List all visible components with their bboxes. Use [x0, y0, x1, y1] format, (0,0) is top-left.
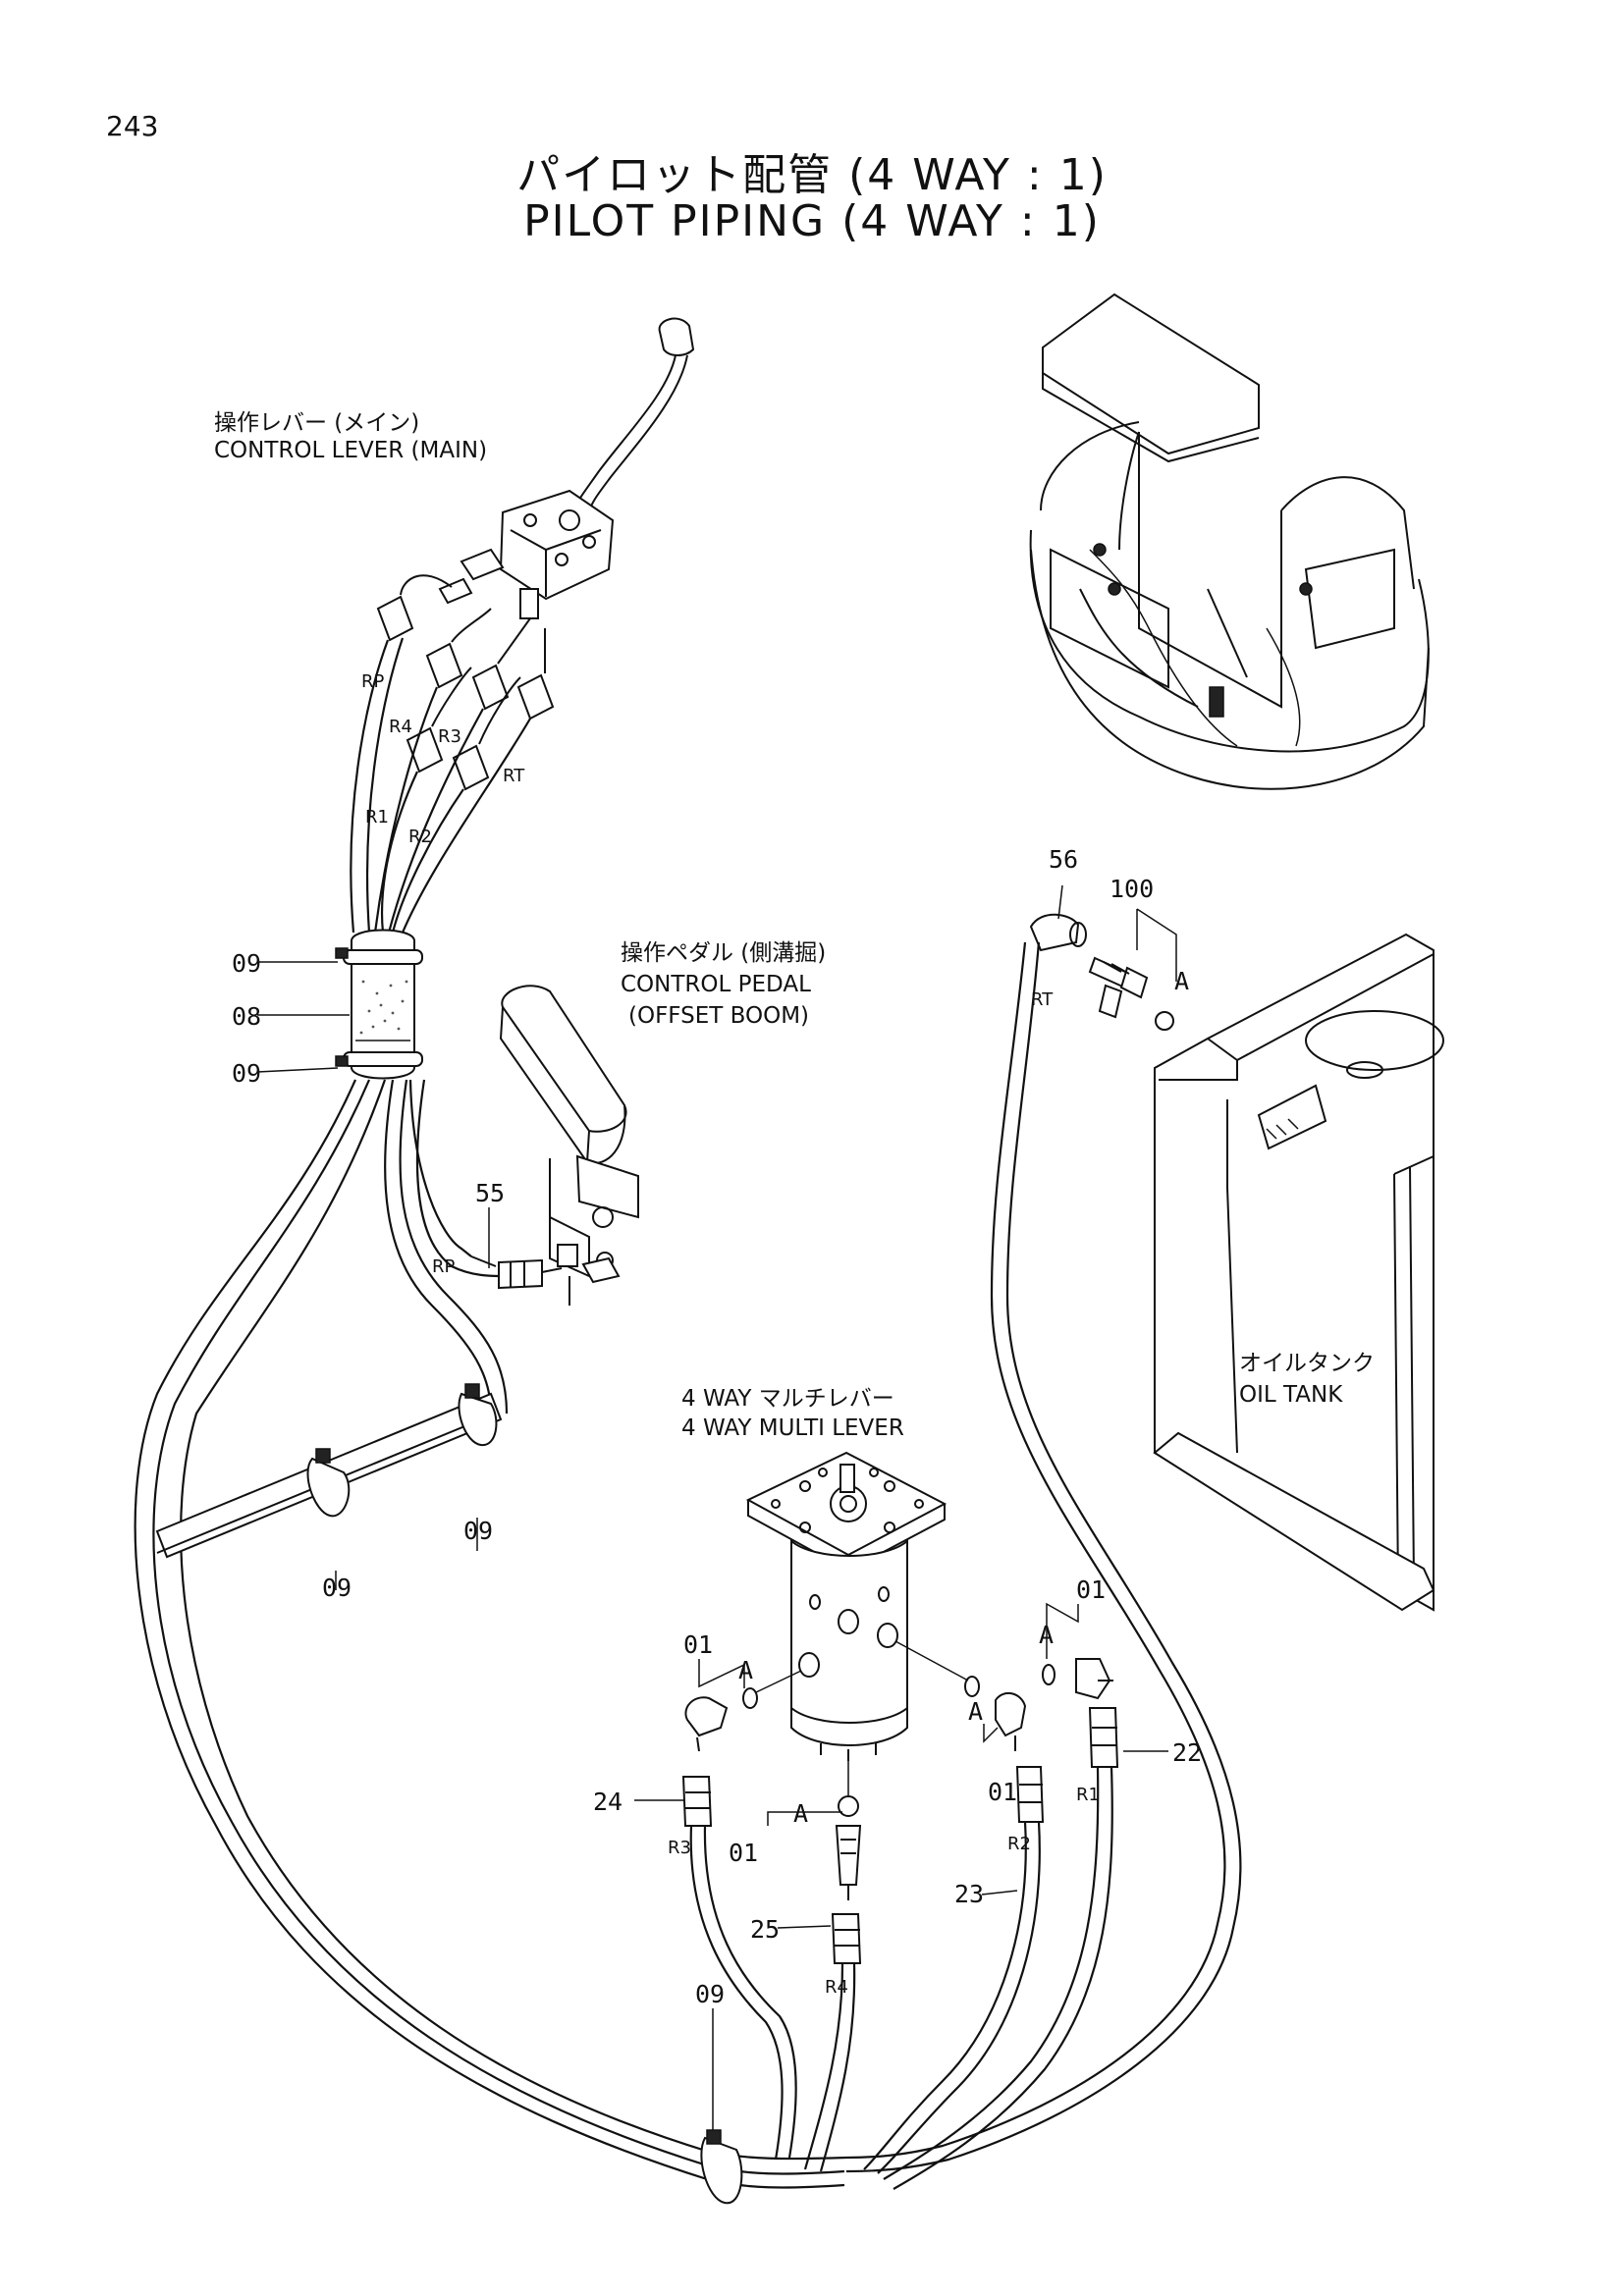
port-label-rp-pedal: RP	[432, 1256, 456, 1277]
callout-09-upper: 09	[232, 949, 261, 978]
callout-56: 56	[1049, 845, 1078, 874]
control-lever-label-jp: 操作レバー (メイン)	[214, 410, 419, 436]
port-label-r1-bottom: R1	[1076, 1785, 1100, 1805]
port-label-r4: R4	[389, 717, 412, 737]
oil-tank-illustration	[1153, 933, 1444, 1612]
callout-a-right: A	[1039, 1621, 1054, 1649]
port-label-r3: R3	[438, 726, 461, 747]
callout-25: 25	[750, 1915, 780, 1944]
control-pedal-label-jp: 操作ペダル (側溝掘)	[621, 940, 826, 966]
callout-24: 24	[593, 1788, 623, 1816]
four-way-multi-lever	[745, 1451, 947, 1761]
callout-100: 100	[1110, 875, 1154, 903]
oil-tank-label-jp: オイルタンク	[1239, 1351, 1375, 1376]
callout-a-mid-right: A	[968, 1697, 983, 1726]
multi-lever-label-jp: 4 WAY マルチレバー	[681, 1386, 894, 1412]
return-hose-56	[845, 913, 1242, 2173]
port-label-rp: RP	[361, 671, 385, 692]
pedal-hose-55	[415, 1079, 563, 1290]
main-hose-runs	[134, 1079, 847, 2189]
page-number: 243	[106, 110, 159, 142]
title-english: PILOT PIPING (4 WAY : 1)	[523, 196, 1101, 246]
tee-fitting-100	[1088, 956, 1174, 1031]
hose-sleeve-08	[335, 929, 423, 1080]
lower-hose-runs	[689, 1766, 1113, 2190]
port-label-r3-bottom: R3	[668, 1838, 691, 1858]
callout-09-lower: 09	[232, 1059, 261, 1088]
multi-lever-fittings	[684, 1640, 1113, 1900]
callout-leader-lines	[256, 884, 1177, 2130]
control-pedal-label-sub: (OFFSET BOOM)	[628, 1003, 809, 1029]
port-label-r2-bottom: R2	[1007, 1834, 1031, 1854]
callout-09-clamp-right: 09	[463, 1517, 493, 1545]
callout-09-clamp-left: 09	[322, 1574, 352, 1602]
cab-illustration	[1029, 293, 1430, 790]
hose-clamp-bar	[155, 1383, 503, 1559]
callout-55: 55	[475, 1179, 505, 1207]
callout-01-mid-right: 01	[988, 1778, 1017, 1806]
port-label-rt-tank: RT	[1031, 989, 1054, 1010]
title-japanese: パイロット配管 (4 WAY : 1)	[516, 150, 1108, 200]
callout-a-center: A	[793, 1799, 808, 1828]
port-label-r2: R2	[408, 827, 432, 847]
hose-fittings-lower	[681, 1707, 1119, 1964]
port-label-rt: RT	[503, 766, 525, 786]
callout-08: 08	[232, 1002, 261, 1031]
bottom-clamp-09	[700, 2129, 743, 2205]
callout-22: 22	[1172, 1738, 1202, 1767]
lever-hose-fittings	[376, 574, 555, 791]
callout-01-right: 01	[1076, 1575, 1106, 1604]
port-label-r1: R1	[365, 807, 389, 828]
pilot-hose-bundle	[350, 637, 531, 934]
port-label-r4-bottom: R4	[825, 1977, 848, 1998]
callout-a-left: A	[738, 1656, 753, 1684]
multi-lever-label-en: 4 WAY MULTI LEVER	[681, 1415, 904, 1441]
callout-01-left: 01	[683, 1630, 713, 1659]
control-lever-main	[438, 317, 695, 619]
oil-tank-label-en: OIL TANK	[1239, 1382, 1343, 1408]
control-pedal-offset-boom	[499, 985, 639, 1306]
callout-09-bottom: 09	[695, 1980, 725, 2008]
callout-23: 23	[954, 1880, 984, 1908]
callout-01-center: 01	[729, 1839, 758, 1867]
callout-a-tee: A	[1174, 967, 1189, 995]
control-lever-label-en: CONTROL LEVER (MAIN)	[214, 438, 487, 463]
control-pedal-label-en: CONTROL PEDAL	[621, 972, 811, 997]
